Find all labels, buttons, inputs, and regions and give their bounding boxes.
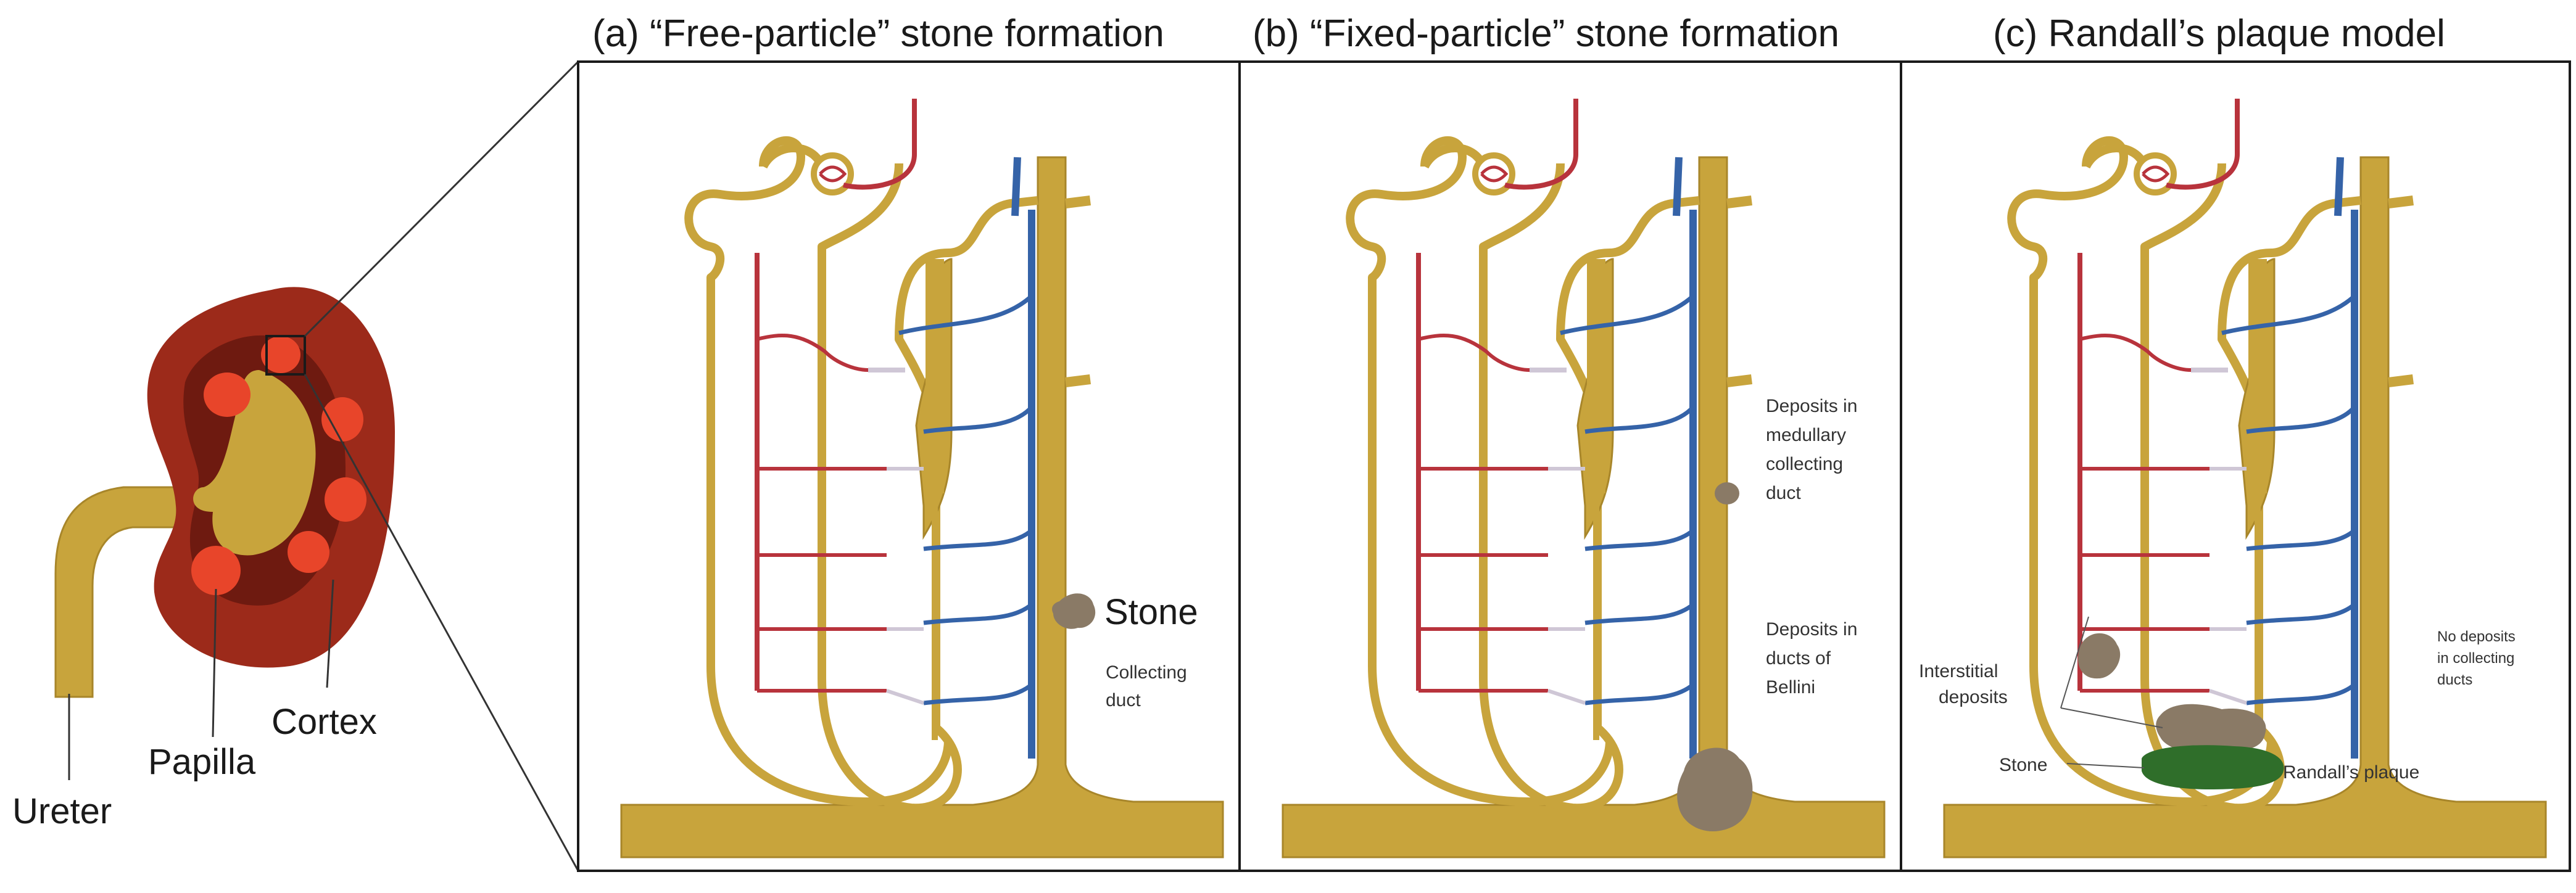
bellini-deposit-label: Deposits in ducts of Bellini xyxy=(1766,619,1857,698)
papilla-shape xyxy=(288,531,329,573)
panel-a: (a) “Free-particle” stone formation Ston… xyxy=(577,12,1241,872)
interstitial-deposit-mark xyxy=(2077,633,2121,679)
papilla-shape xyxy=(321,397,363,442)
label-line: deposits xyxy=(1939,687,2008,707)
label-line: Deposits in xyxy=(1766,396,1857,416)
nephron-drawing xyxy=(1283,99,1884,857)
label-line: in collecting xyxy=(2437,650,2514,667)
medullary-deposit-label: Deposits in medullary collecting duct xyxy=(1766,396,1857,503)
papilla-leader xyxy=(212,588,217,738)
nephron-drawing xyxy=(1944,99,2546,857)
collecting-duct-label-line2: duct xyxy=(1106,690,1141,710)
ureter-label: Ureter xyxy=(12,791,112,831)
renal-pelvis-shape xyxy=(193,370,316,556)
papilla-shape xyxy=(204,372,251,417)
bellini-deposit-mark xyxy=(1677,747,1753,832)
papilla-label: Papilla xyxy=(148,742,256,782)
stone-leader xyxy=(2066,763,2145,768)
label-line: No deposits xyxy=(2437,628,2516,645)
papilla-shape xyxy=(325,477,367,522)
nephron-drawing xyxy=(621,99,1223,857)
cortex-label: Cortex xyxy=(271,702,377,742)
label-line: ducts of xyxy=(1766,648,1831,669)
medullary-deposit-mark xyxy=(1715,482,1739,504)
papilla-shape xyxy=(191,546,241,595)
interstitial-leader xyxy=(2060,616,2089,709)
kidney-illustration: Ureter Papilla Cortex xyxy=(12,60,579,871)
no-deposits-label: No deposits in collecting ducts xyxy=(2437,628,2516,688)
collecting-duct-label-line1: Collecting xyxy=(1106,662,1187,683)
panel-title: (b) “Fixed-particle” stone formation xyxy=(1253,12,1839,55)
randalls-plaque-label: Randall’s plaque xyxy=(2283,762,2419,783)
label-line: medullary xyxy=(1766,425,1846,445)
cortex-leader xyxy=(326,579,334,688)
label-line: ducts xyxy=(2437,672,2472,688)
zoom-line-bottom xyxy=(304,374,579,871)
zoom-box xyxy=(265,335,306,376)
interstitial-leader xyxy=(2060,707,2163,728)
interstitial-deposit-mark xyxy=(2156,704,2266,752)
label-line: duct xyxy=(1766,483,1801,503)
papilla-shape xyxy=(261,336,300,373)
stone-mark xyxy=(1052,593,1096,629)
label-line: collecting xyxy=(1766,454,1843,474)
interstitial-deposits-label: Interstitial deposits xyxy=(1919,661,2008,707)
panel-b: (b) “Fixed-particle” stone formation Dep… xyxy=(1238,12,1902,872)
label-line: Interstitial xyxy=(1919,661,1998,681)
panel-frame xyxy=(577,60,1241,872)
stone-label: Stone xyxy=(1999,755,2047,775)
label-line: Bellini xyxy=(1766,677,1815,698)
panel-c: (c) Randall’s plaque model No deposits i… xyxy=(1900,12,2571,872)
label-line: Deposits in xyxy=(1766,619,1857,640)
panel-frame xyxy=(1238,60,1902,872)
stone-label: Stone xyxy=(1104,592,1198,632)
zoom-line-top xyxy=(304,60,579,337)
panel-title: (c) Randall’s plaque model xyxy=(1993,12,2445,55)
randalls-plaque-mark xyxy=(2142,745,2284,789)
ureter-shape xyxy=(54,486,205,698)
panel-title: (a) “Free-particle” stone formation xyxy=(592,12,1164,55)
